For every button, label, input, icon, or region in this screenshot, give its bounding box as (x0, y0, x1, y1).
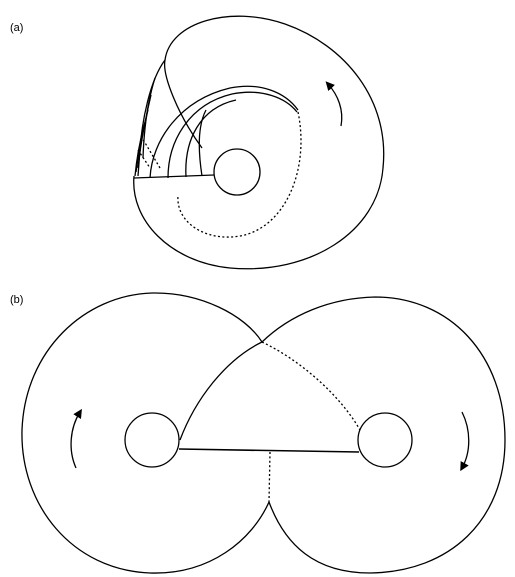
panel-a-strand-1 (150, 86, 298, 178)
panel-a-strand-3 (186, 100, 236, 177)
panel-a-arrow (328, 84, 342, 126)
panel-b-right-arrow (462, 412, 469, 468)
panel-b-solid-arc (180, 342, 262, 440)
panel-b-figure (22, 293, 505, 573)
panel-a-fin-edge-2 (143, 78, 155, 158)
panel-b-dotted-stem (269, 452, 270, 502)
panel-b-left-arrow (71, 412, 80, 468)
panel-a-outer-boundary (134, 16, 384, 269)
panel-b-left-lobe (22, 293, 269, 573)
panel-a-fin-edge-1 (138, 60, 165, 176)
panel-a-strand-4 (199, 110, 206, 176)
panel-b-dotted-arc (262, 342, 360, 430)
panel-b-right-hole (358, 413, 412, 467)
panel-a-dotted-loop (178, 112, 301, 237)
panel-b-bridge (179, 449, 359, 452)
panel-a-hole (214, 149, 260, 195)
panel-b-left-hole (125, 413, 179, 467)
panel-a-strand-2 (168, 92, 297, 178)
panel-a-figure (134, 16, 384, 269)
